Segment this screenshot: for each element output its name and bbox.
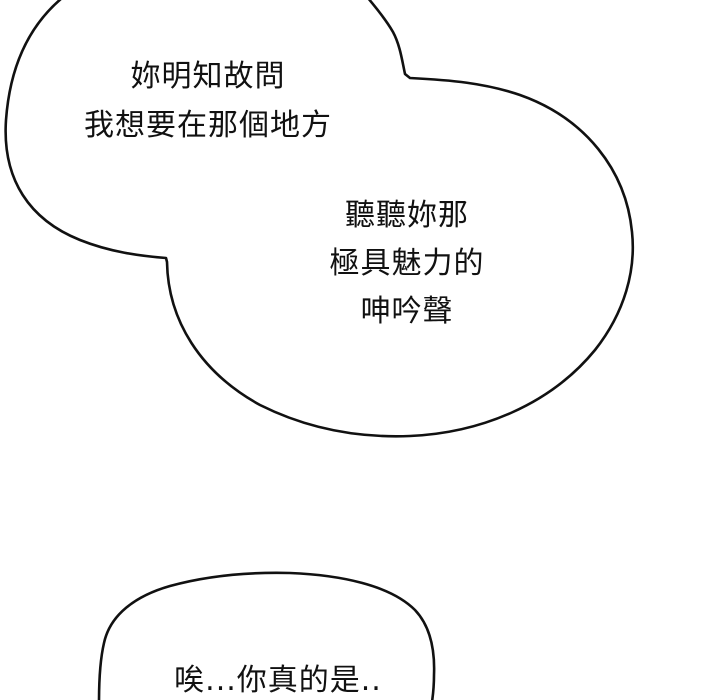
dialogue-line: 聽聽妳那 bbox=[345, 198, 469, 233]
dialogue-line: 呻吟聲 bbox=[360, 294, 454, 329]
dialogue-line: 妳明知故問 bbox=[130, 59, 286, 94]
top-speech-bubble-outline bbox=[4, 0, 635, 438]
bottom-speech-bubble-outline bbox=[97, 571, 436, 700]
dialogue-line: 我想要在那個地方 bbox=[84, 108, 332, 143]
dialogue-line: 唉...你真的是.. bbox=[174, 663, 382, 698]
dialogue-line: 極具魅力的 bbox=[329, 246, 485, 281]
